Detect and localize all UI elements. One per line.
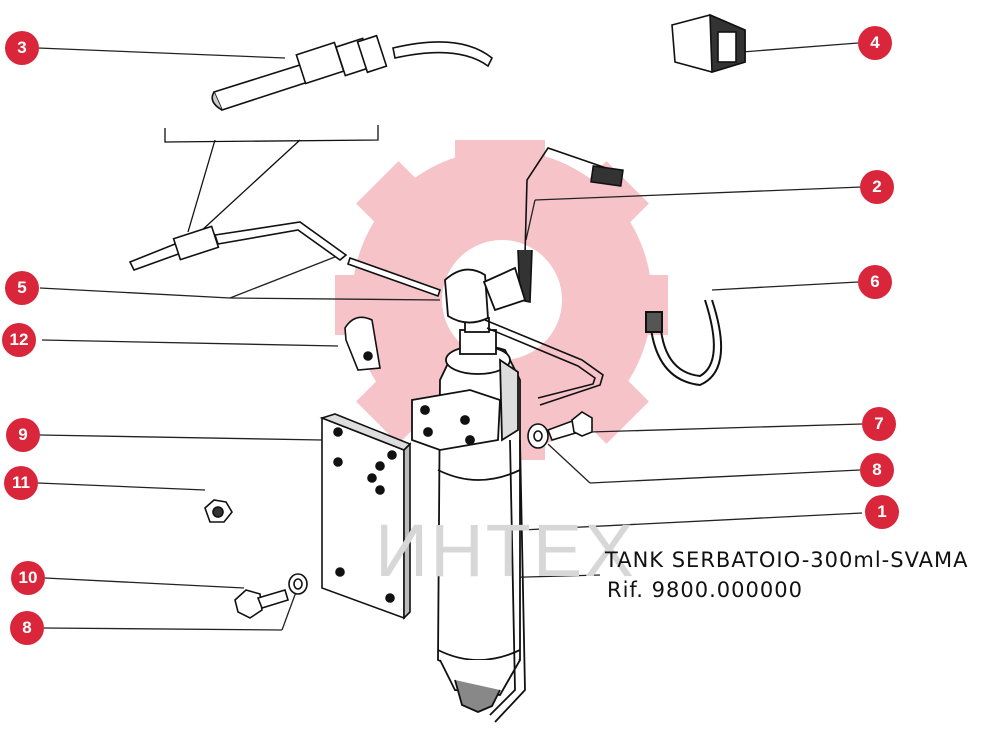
part-6-clamp — [645, 299, 723, 387]
caption-reference: Rif. 9800.000000 — [607, 578, 803, 602]
part-7-bolt — [546, 411, 593, 441]
callout-9: 9 — [6, 418, 40, 452]
part-5-pipe — [128, 221, 442, 298]
callout-7: 7 — [862, 407, 896, 441]
callout-5: 5 — [5, 271, 39, 305]
part-9-plate — [319, 413, 412, 620]
callout-6: 6 — [858, 265, 892, 299]
leader-lines — [37, 42, 863, 631]
part-11-nut — [204, 499, 233, 523]
callout-4: 4 — [858, 26, 892, 60]
callout-8-right: 8 — [860, 453, 894, 487]
part-3-fitting — [211, 34, 494, 111]
part-10-bolt — [234, 589, 289, 619]
callout-10: 10 — [11, 561, 45, 595]
callout-8-left: 8 — [10, 611, 44, 645]
caption-title: TANK SERBATOIO-300ml-SVAMA — [605, 548, 969, 572]
return-pipe — [484, 319, 604, 406]
callout-12: 12 — [2, 323, 36, 357]
part-12-clip — [344, 316, 381, 371]
callout-1: 1 — [865, 495, 899, 529]
callout-3: 3 — [5, 31, 39, 65]
callout-2: 2 — [860, 170, 894, 204]
part-1-tank — [411, 266, 527, 723]
part-8-washer-left — [288, 573, 308, 595]
watermark-text: ИНТЕХ — [375, 509, 636, 592]
callout-11: 11 — [4, 466, 38, 500]
part-8-washer-right — [527, 423, 549, 449]
bracket-line — [164, 125, 379, 143]
part-4-switch — [671, 13, 746, 74]
